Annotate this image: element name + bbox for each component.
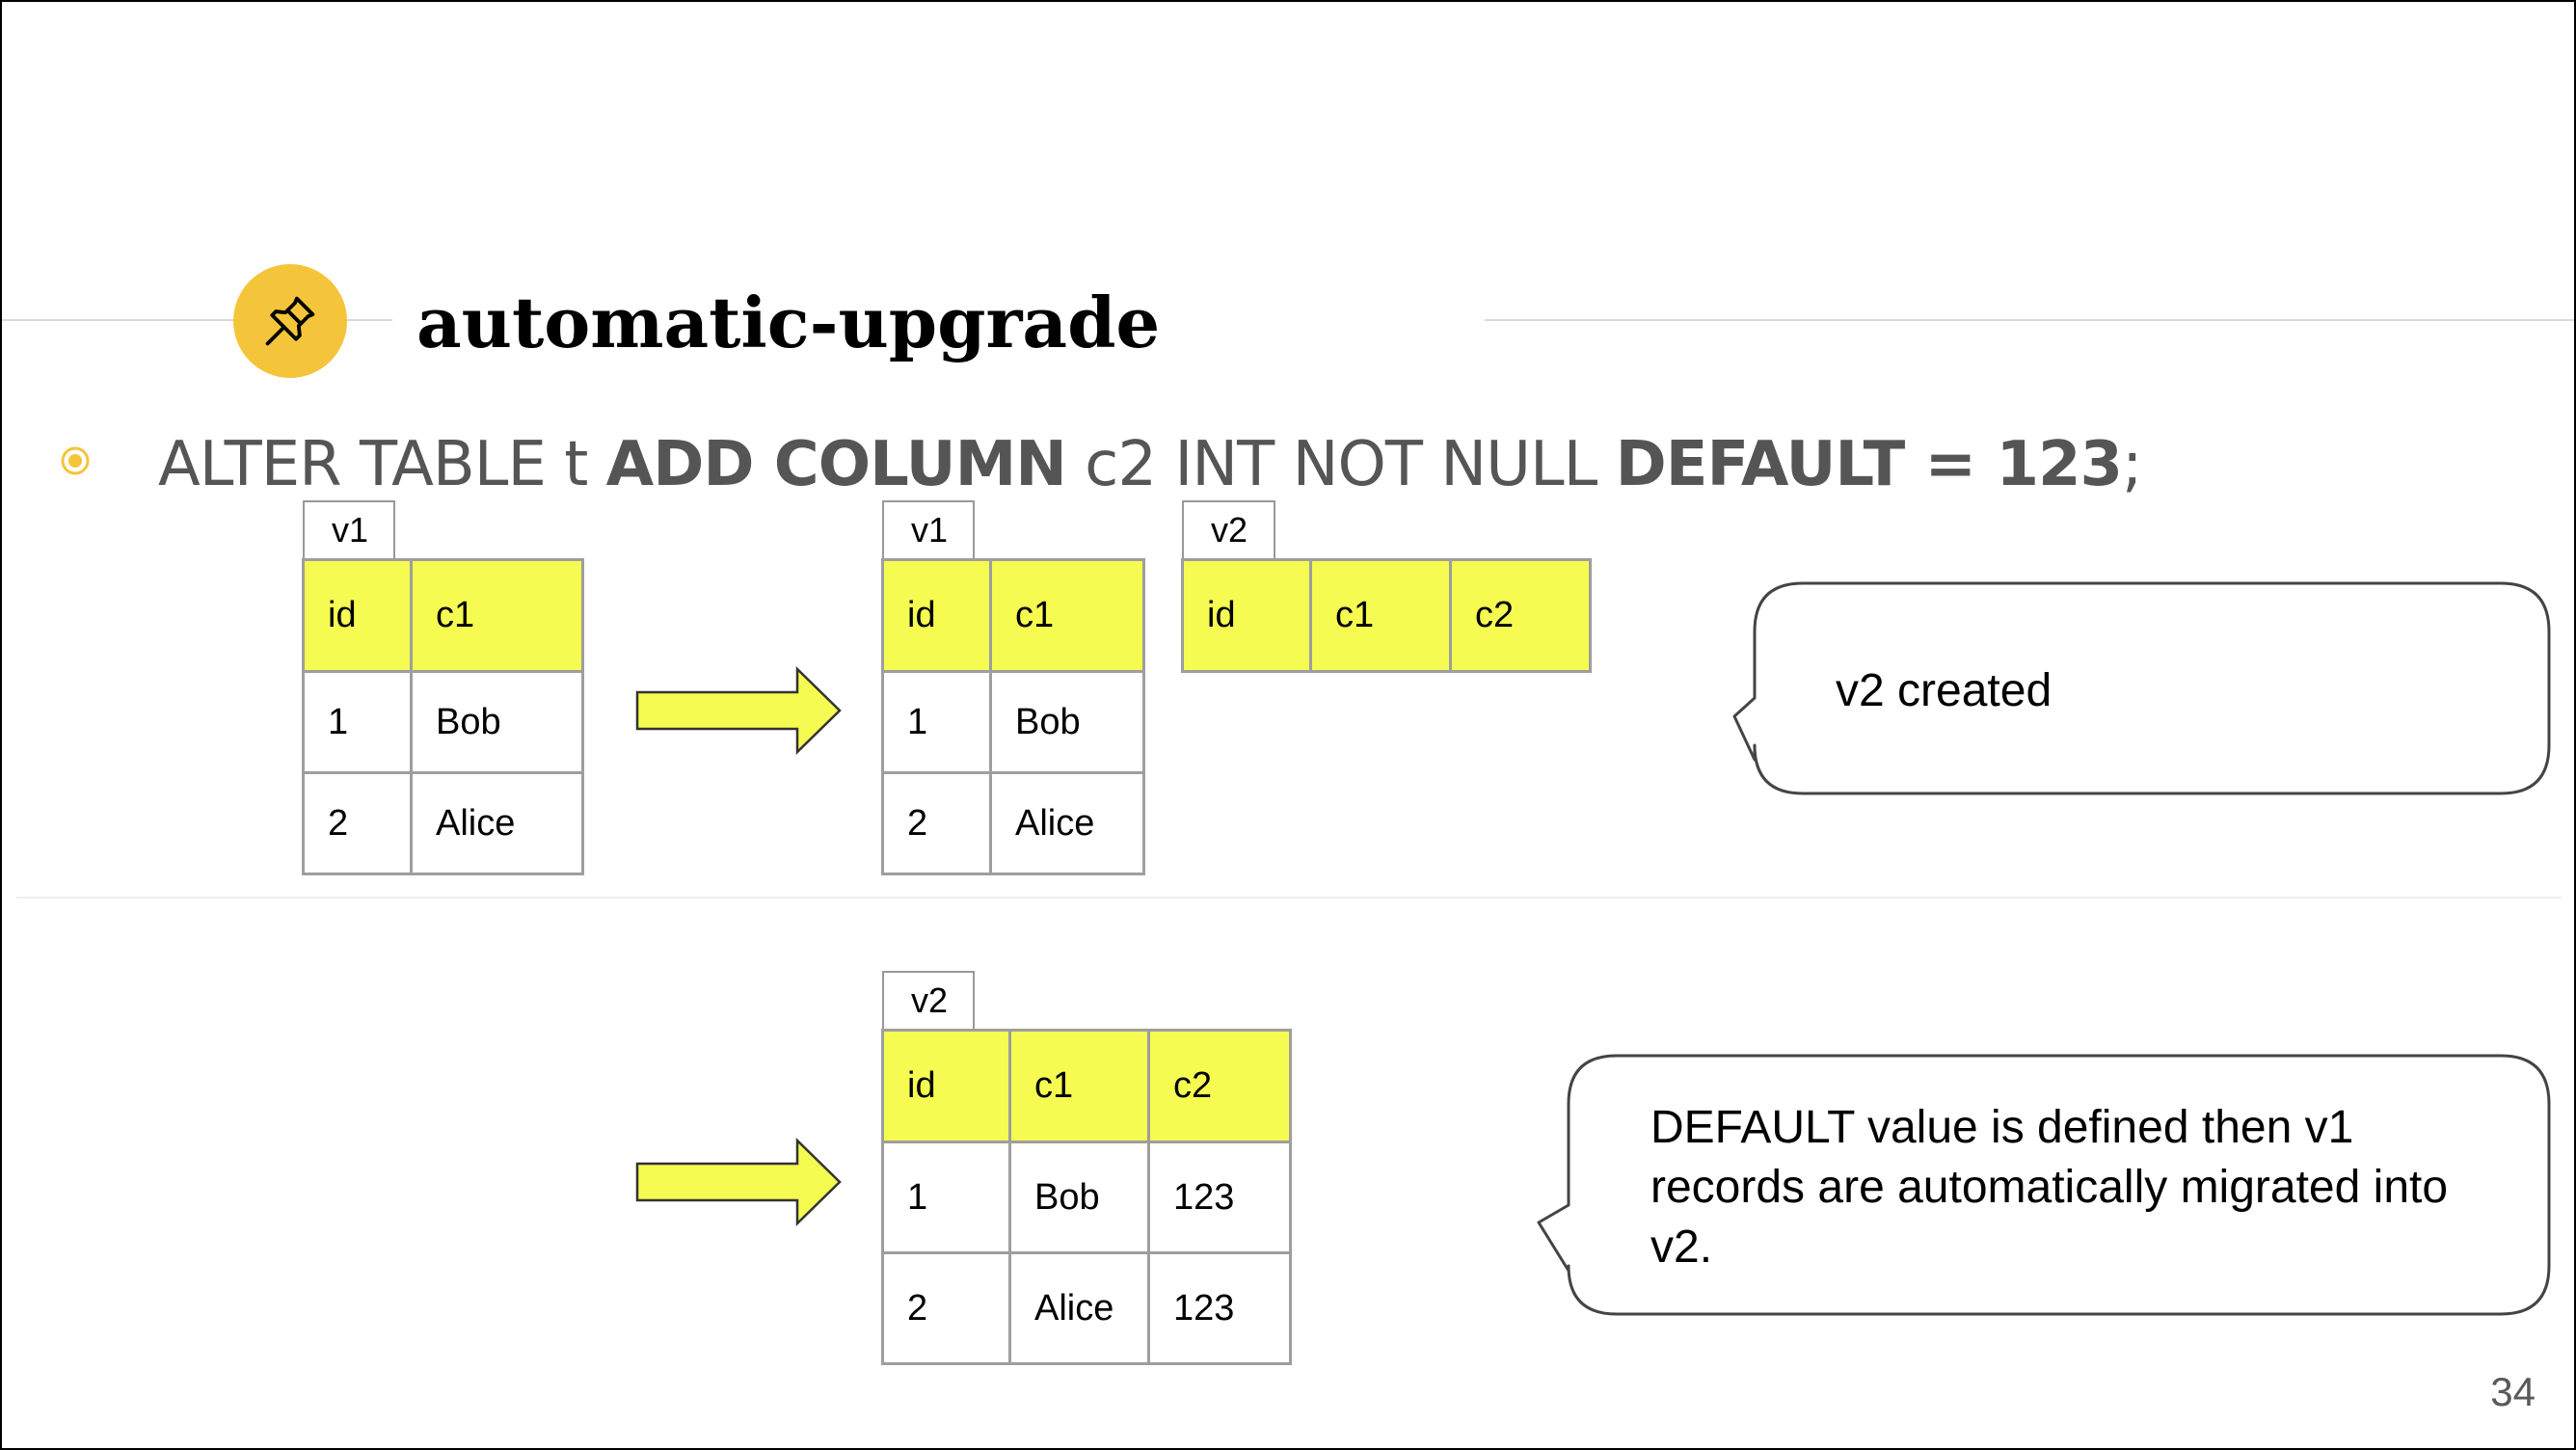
table-cell: 123: [1147, 1251, 1292, 1365]
table-row: 2 Alice: [881, 771, 1145, 875]
speech-bubble: [1537, 1054, 2551, 1316]
table-v1-before: id c1 1 Bob 2 Alice: [302, 558, 584, 875]
header-cell: id: [1181, 558, 1312, 673]
header-cell: id: [302, 558, 413, 673]
divider-left: [2, 319, 392, 321]
table-row: 1 Bob: [302, 670, 584, 774]
slide-title: automatic-upgrade: [416, 282, 1161, 363]
version-tag: v2: [1182, 500, 1275, 560]
table-cell: 1: [302, 670, 413, 774]
table-row: 1 Bob 123: [881, 1141, 1292, 1254]
table-cell: 2: [302, 771, 413, 875]
header-cell: c2: [1147, 1029, 1292, 1143]
table-v1-after: id c1 1 Bob 2 Alice: [881, 558, 1145, 875]
cmd-semicolon: ;: [2122, 429, 2143, 500]
header-cell: c1: [1008, 1029, 1150, 1143]
callout-text: DEFAULT value is defined then v1 records…: [1650, 1098, 2448, 1277]
table-cell: Bob: [989, 670, 1145, 774]
callout-line: records are automatically migrated into: [1650, 1162, 2449, 1213]
header-cell: id: [881, 1029, 1011, 1143]
version-tag: v1: [882, 500, 975, 560]
arrow-right-icon: [635, 666, 842, 755]
cmd-part: c2 INT NOT NULL: [1065, 429, 1616, 500]
header-cell: c1: [989, 558, 1145, 673]
header-cell: c1: [1309, 558, 1452, 673]
table-cell: 2: [881, 771, 992, 875]
table-header-row: id c1: [881, 558, 1145, 673]
version-tag: v1: [303, 500, 395, 560]
callout-text: v2 created: [1836, 665, 2053, 716]
callout-line: DEFAULT value is defined then v1: [1650, 1102, 2354, 1153]
pushpin-icon: [265, 296, 315, 346]
divider-right: [1485, 319, 2574, 321]
table-cell: Alice: [989, 771, 1145, 875]
arrow-right-icon: [635, 1138, 842, 1226]
table-v2-created: id c1 c2: [1181, 558, 1592, 673]
cmd-part: ALTER TABLE t: [158, 429, 606, 500]
sql-command: ALTER TABLE t ADD COLUMN c2 INT NOT NULL…: [158, 426, 2143, 503]
table-header-row: id c1 c2: [881, 1029, 1292, 1143]
table-cell: Bob: [410, 670, 584, 774]
version-tag: v2: [882, 971, 975, 1031]
speech-bubble: [1732, 581, 2551, 795]
table-cell: 2: [881, 1251, 1011, 1365]
header-cell: c1: [410, 558, 584, 673]
title-badge: [233, 264, 347, 378]
table-row: 1 Bob: [881, 670, 1145, 774]
table-cell: 1: [881, 670, 992, 774]
page-number: 34: [2490, 1369, 2536, 1414]
header-cell: c2: [1449, 558, 1592, 673]
table-header-row: id c1: [302, 558, 584, 673]
cmd-equals: =: [1904, 429, 1997, 500]
table-cell: Alice: [410, 771, 584, 875]
table-header-row: id c1 c2: [1181, 558, 1592, 673]
table-cell: 123: [1147, 1141, 1292, 1254]
callout-line: v2.: [1650, 1222, 1713, 1273]
cmd-keyword-default: DEFAULT: [1615, 429, 1906, 500]
cmd-default-value: 123: [1996, 429, 2123, 500]
header-cell: id: [881, 558, 992, 673]
cmd-keyword-add-column: ADD COLUMN: [605, 429, 1067, 500]
table-row: 2 Alice 123: [881, 1251, 1292, 1365]
table-row: 2 Alice: [302, 771, 584, 875]
bullet-icon: [61, 446, 90, 475]
table-cell: Alice: [1008, 1251, 1150, 1365]
table-cell: Bob: [1008, 1141, 1150, 1254]
table-cell: 1: [881, 1141, 1011, 1254]
table-v2-migrated: id c1 c2 1 Bob 123 2 Alice 123: [881, 1029, 1292, 1365]
divider-middle: [16, 897, 2562, 899]
